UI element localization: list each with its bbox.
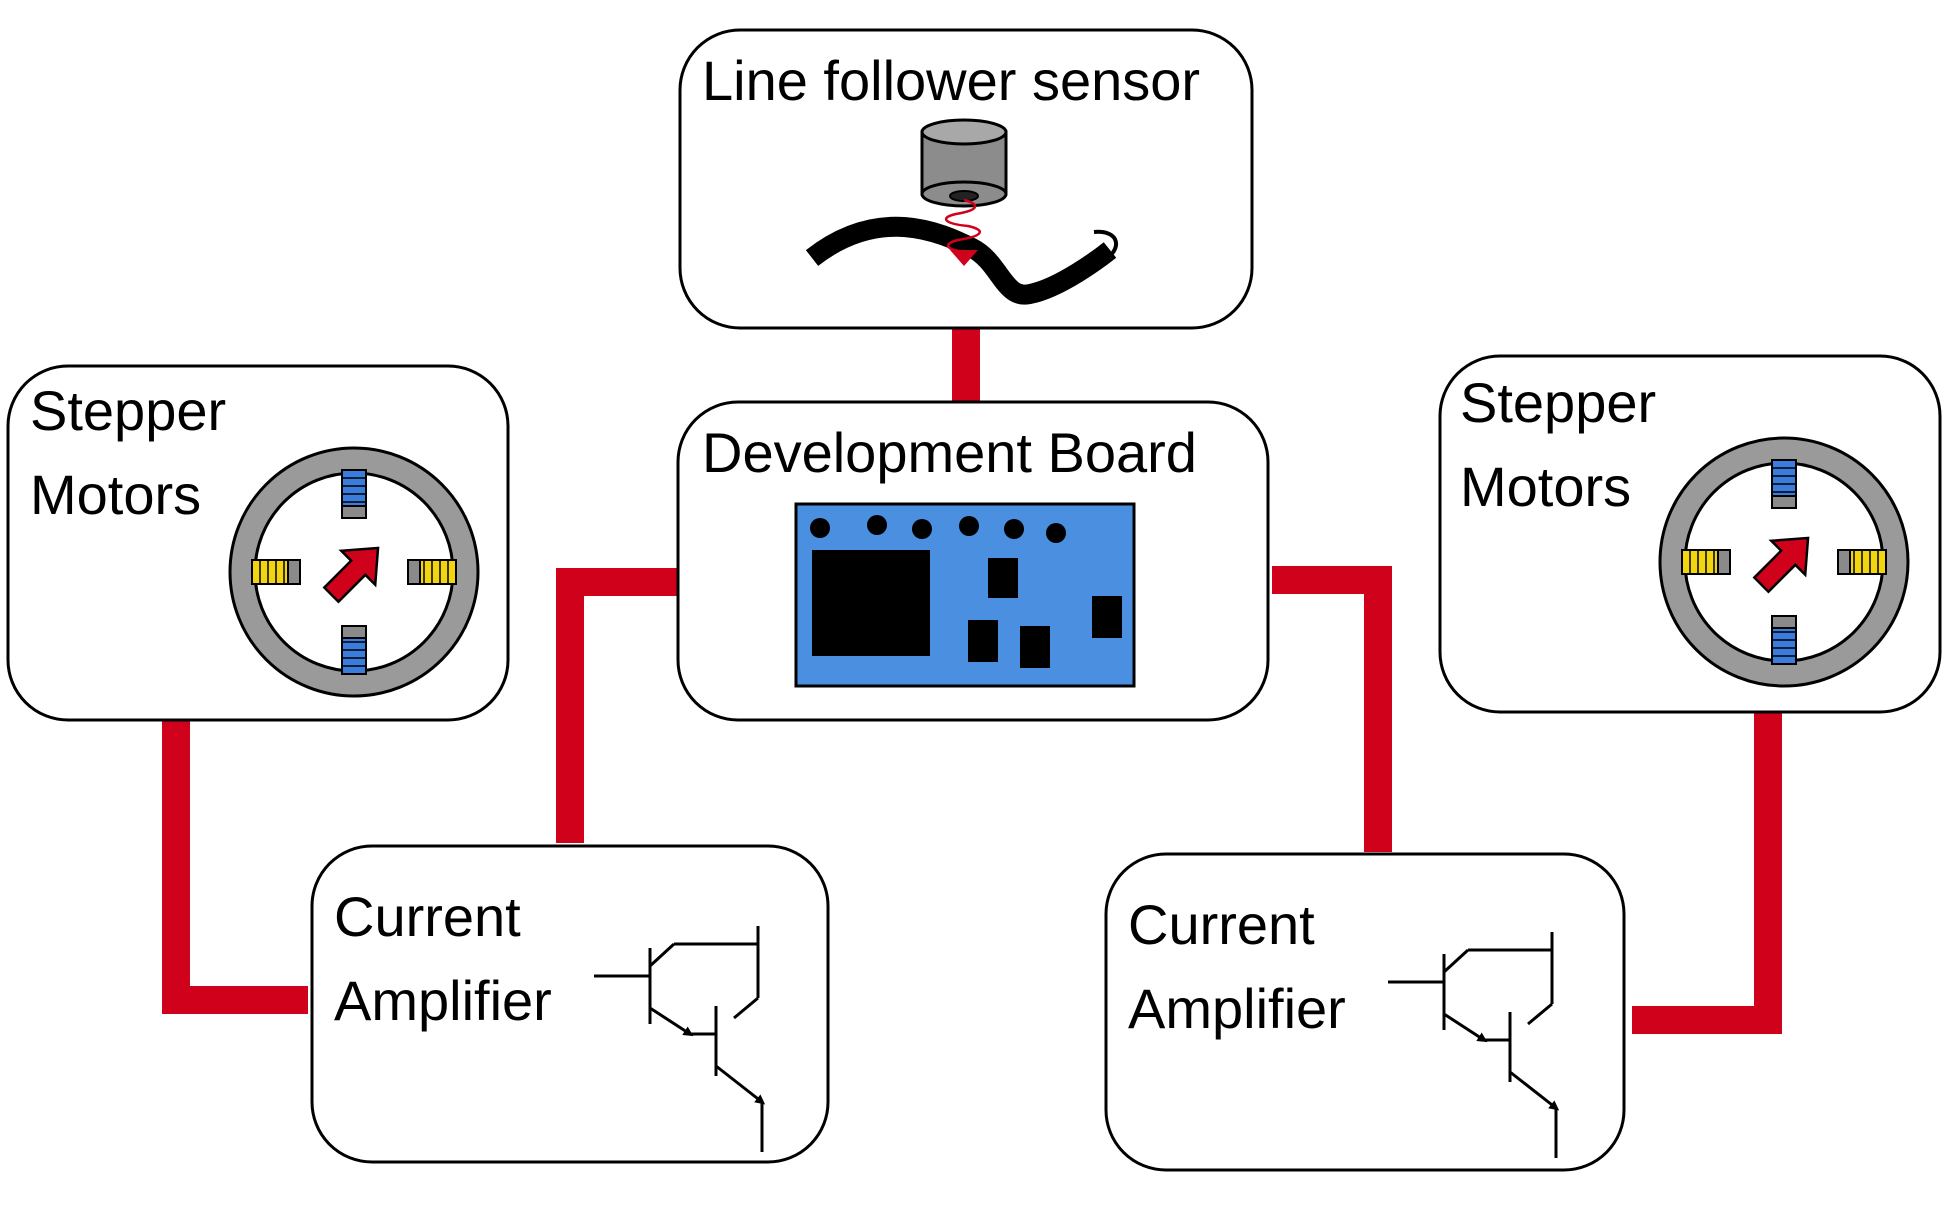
connector-board-right-amp — [1272, 566, 1392, 852]
connector-right-motor-right-amp — [1632, 712, 1782, 1034]
connector-board-left-amp — [556, 568, 678, 843]
stepper-motor-right-label-line1: Stepper — [1460, 371, 1656, 434]
connector-left-motor-left-amp — [162, 720, 308, 1014]
stepper-motor-box-right: Stepper Motors — [1438, 354, 1942, 714]
stepper-motor-right-label-line2: Motors — [1460, 455, 1631, 518]
stepper-motor-left-label-line2: Motors — [30, 463, 201, 526]
current-amplifier-left-label-line1: Current — [334, 885, 521, 948]
board-title: Development Board — [702, 421, 1197, 484]
connector-lines — [162, 328, 1782, 1034]
current-amplifier-box-left: Current Amplifier — [310, 844, 830, 1164]
sensor-box: Line follower sensor — [678, 28, 1254, 330]
proximity-sensor-icon — [805, 118, 1119, 305]
circuit-board-icon — [794, 502, 1136, 688]
stepper-motor-icon — [228, 446, 480, 698]
current-amplifier-right-label-line1: Current — [1128, 893, 1315, 956]
stepper-motor-icon — [1658, 436, 1910, 688]
stepper-motor-box-left: Stepper Motors — [6, 364, 510, 722]
stepper-motor-left-label-line1: Stepper — [30, 379, 226, 442]
development-board-box: Development Board — [676, 400, 1270, 722]
current-amplifier-box-right: Current Amplifier — [1104, 852, 1626, 1172]
current-amplifier-left-label-line2: Amplifier — [334, 969, 552, 1032]
current-amplifier-right-label-line2: Amplifier — [1128, 977, 1346, 1040]
sensor-title: Line follower sensor — [702, 49, 1200, 112]
